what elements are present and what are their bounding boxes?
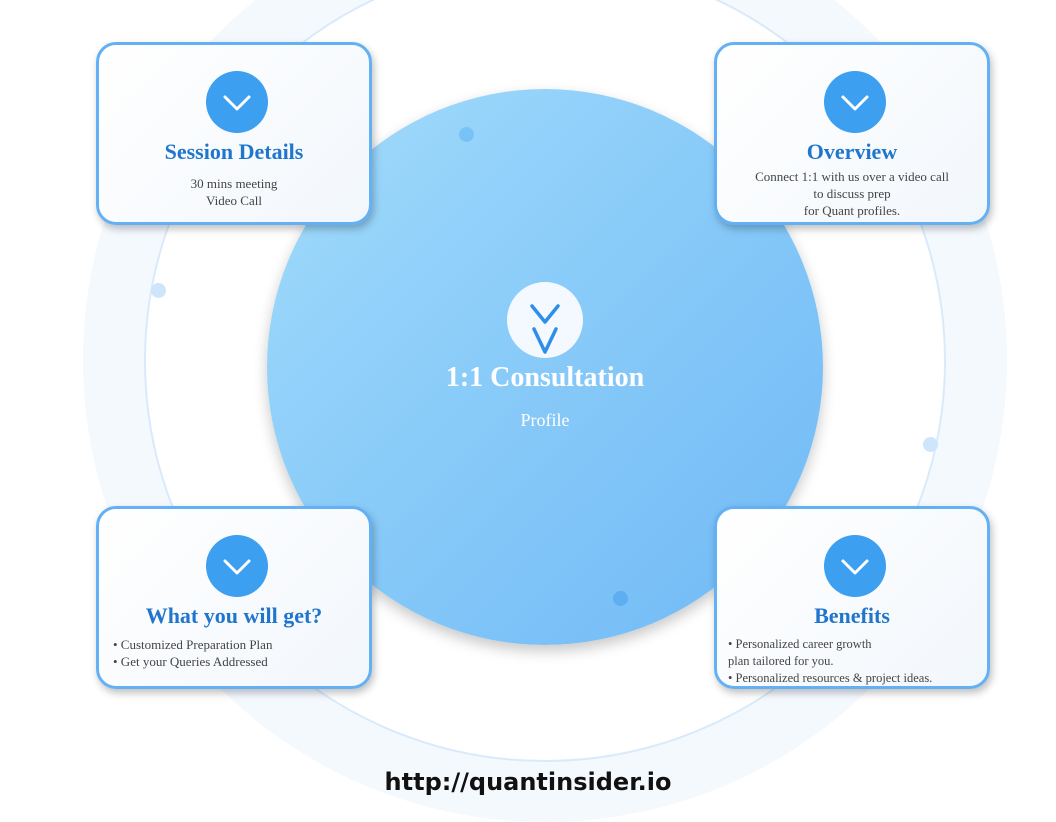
chevron-down-icon <box>206 71 268 133</box>
card-overview: Overview Connect 1:1 with us over a vide… <box>714 42 990 225</box>
card-what-you-will-get: What you will get? • Customized Preparat… <box>96 506 372 689</box>
double-chevron-down-icon <box>507 282 583 358</box>
card-line: Video Call <box>206 193 262 208</box>
chevron-down-icon <box>824 71 886 133</box>
ring-dot <box>923 437 938 452</box>
hub-dot <box>459 127 474 142</box>
card-body: Connect 1:1 with us over a video call to… <box>717 168 987 219</box>
card-line: to discuss prep <box>813 186 891 201</box>
hub-dot <box>613 591 628 606</box>
card-benefits: Benefits • Personalized career growth pl… <box>714 506 990 689</box>
chevron-down-icon <box>206 535 268 597</box>
card-title: What you will get? <box>145 603 323 628</box>
card-session-details: Session Details 30 mins meeting Video Ca… <box>96 42 372 225</box>
ring-dot <box>151 283 166 298</box>
card-line: Connect 1:1 with us over a video call <box>755 169 949 184</box>
card-title: Benefits <box>814 603 890 628</box>
card-line: for Quant profiles. <box>803 203 901 218</box>
card-title: Overview <box>806 139 898 164</box>
card-line: • Get your Queries Addressed <box>113 654 268 669</box>
website-url[interactable]: http://quantinsider.io <box>384 768 672 796</box>
hub-subtitle: Profile <box>520 410 570 430</box>
card-line: plan tailored for you. <box>728 654 834 668</box>
card-line: • Personalized career growth <box>728 637 872 651</box>
card-title: Session Details <box>164 139 304 164</box>
card-body: 30 mins meeting Video Call <box>99 175 369 209</box>
card-line: • Customized Preparation Plan <box>113 637 273 652</box>
card-line: • Personalized resources & project ideas… <box>728 671 933 685</box>
card-body: • Customized Preparation Plan • Get your… <box>99 636 369 670</box>
chevron-down-icon <box>824 535 886 597</box>
card-line: 30 mins meeting <box>190 176 278 191</box>
card-body: • Personalized career growth plan tailor… <box>717 636 987 687</box>
hub-title: 1:1 Consultation <box>445 362 645 393</box>
